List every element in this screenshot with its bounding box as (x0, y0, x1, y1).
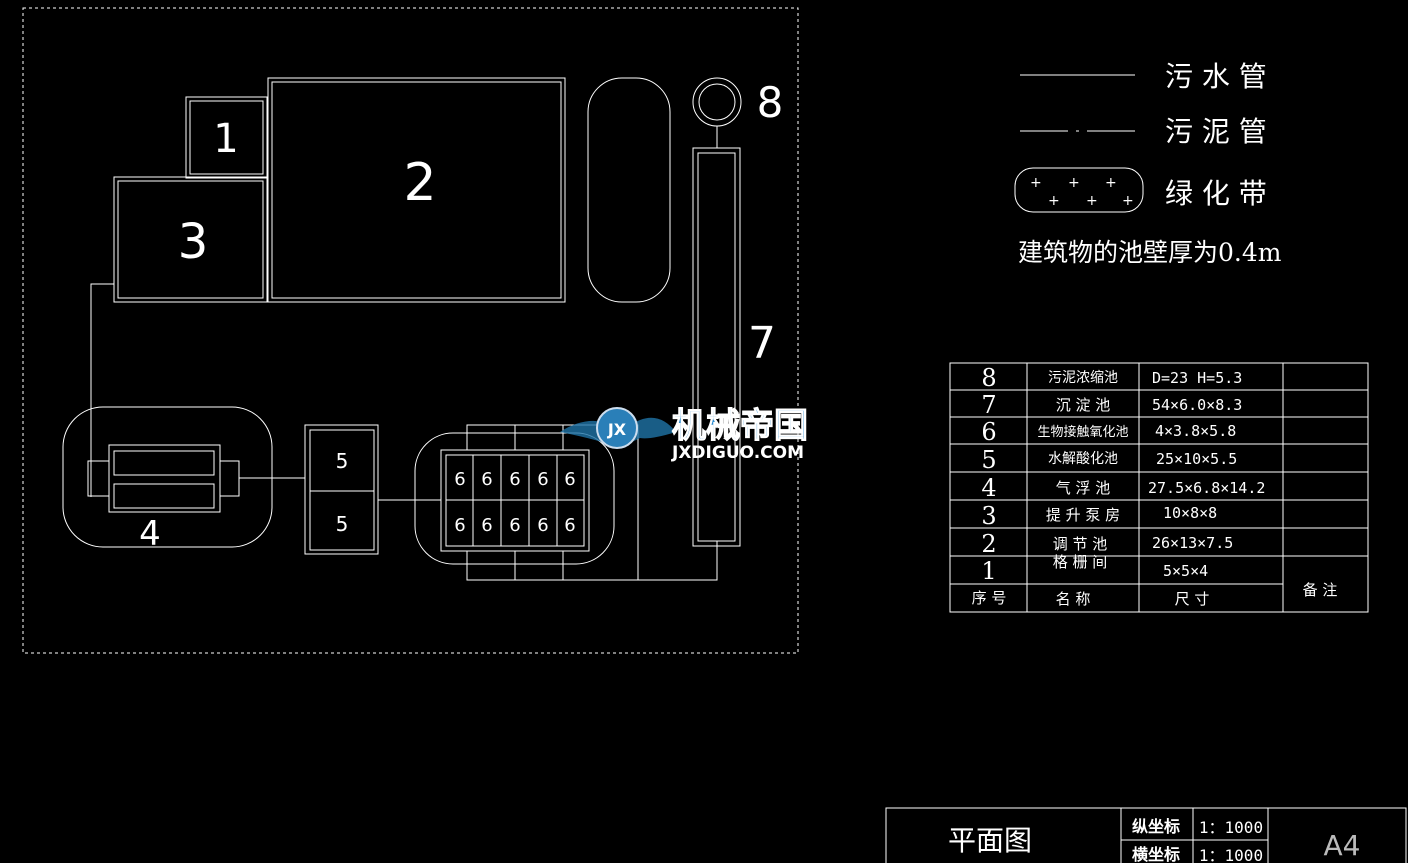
header-no: 序 号 (972, 589, 1007, 607)
row-2-size: 26×13×7.5 (1152, 534, 1233, 552)
unit-5-inner (309, 429, 375, 551)
row-6-no: 6 (981, 418, 996, 446)
row-1-name: 格 栅 间 (1053, 553, 1108, 571)
label-unit-3: 3 (178, 214, 209, 270)
row-6-name: 生物接触氧化池 (1037, 424, 1128, 440)
row-8-name: 污泥浓缩池 (1048, 370, 1118, 386)
drawing-title: 平面图 (948, 824, 1032, 857)
sewage-pipe-3-4 (90, 283, 114, 497)
row-6-size: 4×3.8×5.8 (1155, 422, 1236, 440)
unit-4-tank-b (113, 483, 215, 509)
row2-value: 1：1000 (1199, 846, 1263, 863)
row-4-size: 27.5×6.8×14.2 (1148, 479, 1265, 497)
svg-text:+: + (1122, 193, 1134, 209)
unit-4-inlet (87, 460, 110, 497)
green-belt-4 (62, 406, 273, 548)
header-size: 尺 寸 (1175, 590, 1210, 608)
pipe-bottom-6-7 (466, 541, 718, 581)
unit-1-outer (185, 96, 268, 179)
label-unit-5b: 5 (336, 512, 349, 536)
unit-5-outer (304, 424, 379, 555)
unit-8-inner-circle (698, 83, 736, 121)
wall-thickness-note: 建筑物的池壁厚为0.4m (1018, 238, 1282, 267)
cell-6: 6 (454, 469, 465, 490)
row-2-no: 2 (981, 530, 996, 558)
row-8-no: 8 (981, 364, 996, 392)
svg-text:+: + (1105, 175, 1117, 191)
header-remark: 备 注 (1303, 581, 1338, 599)
svg-text:+: + (1048, 193, 1060, 209)
row-3-size: 10×8×8 (1163, 504, 1217, 522)
cell-6: 6 (481, 515, 492, 536)
svg-text:+: + (1068, 175, 1080, 191)
unit-3-outer (113, 176, 268, 303)
watermark-badge: JX (607, 420, 627, 439)
row1-value: 1：1000 (1199, 818, 1263, 837)
cell-6: 6 (454, 515, 465, 536)
row2-label: 横坐标 (1132, 845, 1180, 863)
gear-icon (596, 407, 638, 449)
cell-6: 6 (537, 469, 548, 490)
site-plan (22, 7, 799, 654)
pipe-top-6 (466, 424, 639, 580)
cell-6: 6 (537, 515, 548, 536)
label-unit-4: 4 (139, 514, 161, 554)
watermark-subtext: JXDIGUO.COM (671, 443, 804, 463)
row-5-name: 水解酸化池 (1048, 451, 1118, 467)
row1-label: 纵坐标 (1132, 817, 1180, 836)
row-8-size: D=23 H=5.3 (1152, 369, 1242, 387)
row-5-no: 5 (981, 446, 996, 474)
sheet-size: A4 (1324, 829, 1361, 862)
row-3-name: 提 升 泵 房 (1046, 506, 1120, 524)
table-text: 8 污泥浓缩池 D=23 H=5.3 7 沉 淀 池 54×6.0×8.3 6 … (972, 364, 1338, 608)
watermark: JX 机械帝国 JXDIGUO.COM (560, 405, 809, 463)
cell-6: 6 (564, 469, 575, 490)
legend-label-sludge: 污 泥 管 (1165, 115, 1267, 148)
unit-3-inner (117, 180, 264, 299)
row-3-no: 3 (981, 502, 996, 530)
unit-2-outer (267, 77, 566, 303)
unit-labels: 1 2 3 4 5 5 7 8 6 6 6 6 6 6 6 6 6 6 (139, 78, 783, 554)
svg-text:+: + (1086, 193, 1098, 209)
row-4-no: 4 (981, 474, 996, 502)
watermark-text: 机械帝国 (672, 406, 808, 446)
title-block-text: 平面图 纵坐标 1：1000 横坐标 1：1000 A4 (948, 817, 1360, 863)
title-block-border (885, 807, 1407, 863)
row-2-name: 调 节 池 (1053, 535, 1108, 553)
unit-4-tank-a (113, 450, 215, 476)
header-name: 名 称 (1056, 590, 1091, 608)
legend-label-green: 绿 化 带 (1165, 177, 1267, 210)
unit-2-inner (271, 81, 562, 299)
row-4-name: 气 浮 池 (1056, 479, 1111, 497)
unit-1-inner (189, 100, 264, 175)
green-belt-top (587, 77, 671, 303)
legend-label-sewage: 污 水 管 (1165, 60, 1267, 93)
cell-6: 6 (481, 469, 492, 490)
svg-text:+: + (1030, 175, 1042, 191)
label-unit-1: 1 (213, 116, 238, 162)
equipment-table (949, 362, 1369, 613)
legend-plus-marks: + + + + + + (1030, 175, 1134, 209)
title-block (885, 807, 1407, 863)
site-boundary (22, 7, 799, 654)
row-1-no: 1 (981, 557, 996, 585)
cell-6: 6 (564, 515, 575, 536)
label-unit-2: 2 (403, 153, 436, 213)
table-border (949, 362, 1369, 613)
label-unit-8: 8 (757, 78, 784, 127)
row-1-size: 5×5×4 (1163, 562, 1208, 580)
row-7-size: 54×6.0×8.3 (1152, 396, 1242, 414)
cell-6: 6 (509, 469, 520, 490)
label-unit-5a: 5 (336, 449, 349, 473)
legend-green-belt-icon (1014, 167, 1144, 213)
legend: + + + + + + 污 水 管 污 泥 管 绿 化 带 建筑物的池壁厚为0.4m (1014, 60, 1282, 267)
cell-6: 6 (509, 515, 520, 536)
label-unit-7: 7 (748, 318, 776, 369)
row-7-no: 7 (981, 391, 996, 419)
row-5-size: 25×10×5.5 (1156, 450, 1237, 468)
row-7-name: 沉 淀 池 (1056, 396, 1111, 414)
